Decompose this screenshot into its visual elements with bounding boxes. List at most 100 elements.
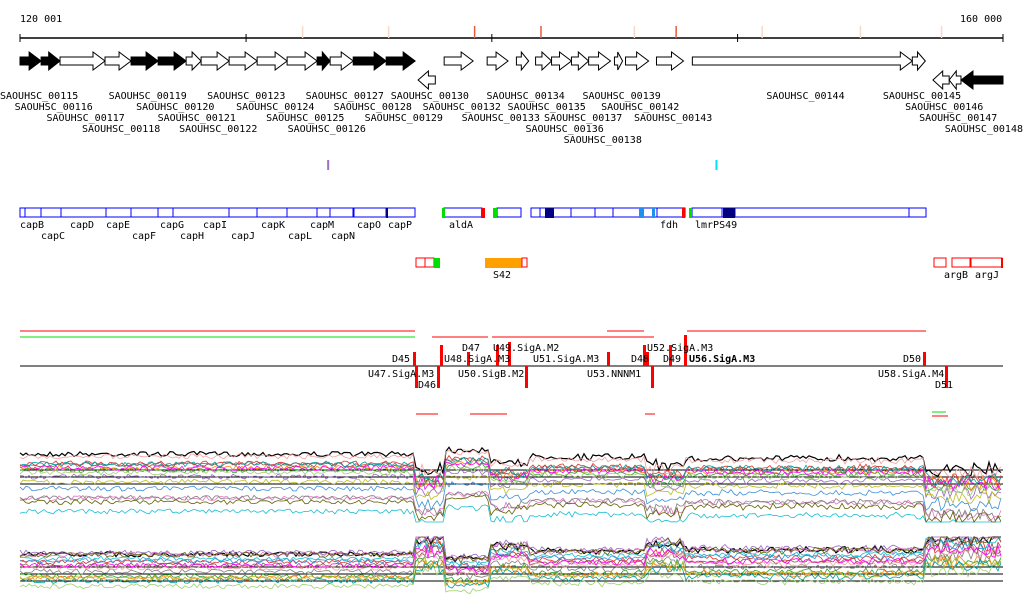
transcript-label[interactable]: D49	[663, 354, 682, 365]
transcript-label[interactable]: U48.SigA.M3	[444, 354, 511, 365]
operon-label[interactable]: capP	[388, 220, 413, 231]
transcript-label[interactable]: U49.SigA.M2	[493, 343, 560, 354]
gene-label[interactable]: SAOUHSC_00142	[601, 102, 680, 113]
gene-label[interactable]: SAOUHSC_00125	[266, 113, 345, 124]
gene-arrow[interactable]	[130, 51, 159, 71]
transcript-label[interactable]: D48	[631, 354, 650, 365]
gene-arrow[interactable]	[691, 51, 914, 71]
transcript-label[interactable]: D47	[462, 343, 481, 354]
gene-label[interactable]: SAOUHSC_00147	[919, 113, 998, 124]
gene-label[interactable]: SAOUHSC_00145	[882, 91, 962, 102]
transcript-label[interactable]: D51	[935, 380, 954, 391]
gene-arrow[interactable]	[59, 51, 106, 71]
operon-label[interactable]: capE	[106, 220, 131, 231]
transcript-label[interactable]: U51.SigA.M3	[533, 354, 600, 365]
gene-arrow[interactable]	[551, 50, 573, 72]
gene-label[interactable]: SAOUHSC_00133	[461, 113, 540, 124]
gene-label[interactable]: SAOUHSC_00127	[305, 91, 384, 102]
transcript-label[interactable]: U52.SigA.M3	[647, 343, 714, 354]
gene-arrow[interactable]	[329, 51, 355, 71]
gene-label[interactable]: SAOUHSC_00115	[0, 91, 79, 102]
gene-arrow[interactable]	[316, 50, 331, 72]
gene-arrow[interactable]	[228, 51, 258, 71]
gene-arrow[interactable]	[256, 51, 288, 71]
gene-arrow[interactable]	[960, 70, 1004, 90]
gene-arrow[interactable]	[932, 69, 950, 91]
transcript-label[interactable]: D45	[392, 354, 411, 365]
operon-label[interactable]: aldA	[449, 220, 474, 231]
gene-label[interactable]: SAOUHSC_00138	[563, 135, 642, 146]
operon-label[interactable]: capJ	[231, 231, 256, 242]
gene-label[interactable]: SAOUHSC_00143	[634, 113, 713, 124]
gene-label[interactable]: SAOUHSC_00121	[157, 113, 236, 124]
gene-label[interactable]: SAOUHSC_00119	[108, 91, 187, 102]
gene-label[interactable]: SAOUHSC_00118	[82, 124, 161, 135]
gene-arrow[interactable]	[911, 50, 927, 72]
gene-label[interactable]: SAOUHSC_00148	[944, 124, 1023, 135]
operon-label[interactable]: capD	[70, 220, 95, 231]
gene-label[interactable]: SAOUHSC_00126	[287, 124, 366, 135]
gene-arrow[interactable]	[948, 69, 962, 91]
transcript-label[interactable]: D50	[903, 354, 922, 365]
gene-arrow[interactable]	[535, 50, 553, 72]
gene-label[interactable]: SAOUHSC_00137	[544, 113, 623, 124]
gene-label[interactable]: SAOUHSC_00132	[422, 102, 501, 113]
gene-arrow[interactable]	[352, 51, 387, 71]
operon-label[interactable]: capM	[310, 220, 335, 231]
gene-arrow[interactable]	[443, 51, 474, 71]
operon-label[interactable]: capB	[20, 220, 45, 231]
gene-arrow[interactable]	[185, 50, 202, 72]
gene-arrow[interactable]	[286, 51, 318, 71]
gene-arrow[interactable]	[40, 50, 61, 72]
operon-label[interactable]: capG	[160, 220, 185, 231]
gene-label[interactable]: SAOUHSC_00139	[582, 91, 661, 102]
transcript-label[interactable]: U47.SigA.M3	[368, 369, 435, 380]
transcript-label[interactable]: U53.NNNM1	[587, 369, 642, 380]
operon-label[interactable]: capI	[203, 220, 228, 231]
gene-arrow[interactable]	[570, 50, 590, 72]
transcript-label[interactable]: D46	[418, 380, 437, 391]
gene-arrow[interactable]	[104, 51, 132, 71]
transcript-label[interactable]: U56.SigA.M3	[689, 354, 756, 365]
gene-label[interactable]: SAOUHSC_00146	[905, 102, 984, 113]
operon-label[interactable]: capH	[180, 231, 205, 242]
operon-label[interactable]: capO	[357, 220, 382, 231]
gene-arrow[interactable]	[200, 51, 230, 71]
gene-label[interactable]: SAOUHSC_00144	[766, 91, 845, 102]
gene-arrow[interactable]	[19, 51, 42, 71]
gene-arrow[interactable]	[515, 50, 530, 72]
terminator-label[interactable]: S42	[493, 270, 512, 281]
gene-label[interactable]: SAOUHSC_00122	[179, 124, 258, 135]
operon-label[interactable]: capL	[288, 231, 313, 242]
operon-label[interactable]: capN	[331, 231, 356, 242]
gene-arrow[interactable]	[486, 51, 509, 71]
gene-label[interactable]: SAOUHSC_00136	[525, 124, 604, 135]
gene-label[interactable]: SAOUHSC_00117	[46, 113, 125, 124]
gene-label[interactable]: SAOUHSC_00130	[390, 91, 469, 102]
gene-label[interactable]: SAOUHSC_00116	[14, 102, 93, 113]
gene-label[interactable]: SAOUHSC_00129	[364, 113, 443, 124]
gene-arrow[interactable]	[385, 51, 416, 71]
gene-label[interactable]: SAOUHSC_00128	[333, 102, 412, 113]
terminator-label[interactable]: argB	[944, 270, 969, 281]
operon-label[interactable]: fdh	[660, 220, 679, 231]
operon-label[interactable]: capK	[261, 220, 286, 231]
gene-label[interactable]: SAOUHSC_00134	[486, 91, 565, 102]
terminator-label[interactable]: argJ	[975, 270, 1000, 281]
gene-arrow[interactable]	[655, 51, 685, 71]
gene-label[interactable]: SAOUHSC_00123	[207, 91, 286, 102]
operon-label[interactable]: lmrPS49	[695, 220, 738, 231]
gene-label[interactable]: SAOUHSC_00124	[236, 102, 315, 113]
gene-label[interactable]: SAOUHSC_00120	[136, 102, 215, 113]
gene-arrow[interactable]	[588, 51, 612, 71]
transcript-label[interactable]: U58.SigA.M4	[878, 369, 945, 380]
transcript-label[interactable]: U50.SigB.M2	[458, 369, 525, 380]
gene-arrow[interactable]	[613, 51, 624, 71]
gene-arrow[interactable]	[417, 69, 436, 91]
gene-label[interactable]: SAOUHSC_00135	[507, 102, 586, 113]
operon-label[interactable]: capF	[132, 231, 157, 242]
gene-arrow[interactable]	[625, 51, 650, 71]
gene-arrow[interactable]	[157, 51, 187, 71]
operon-label[interactable]: capC	[41, 231, 66, 242]
